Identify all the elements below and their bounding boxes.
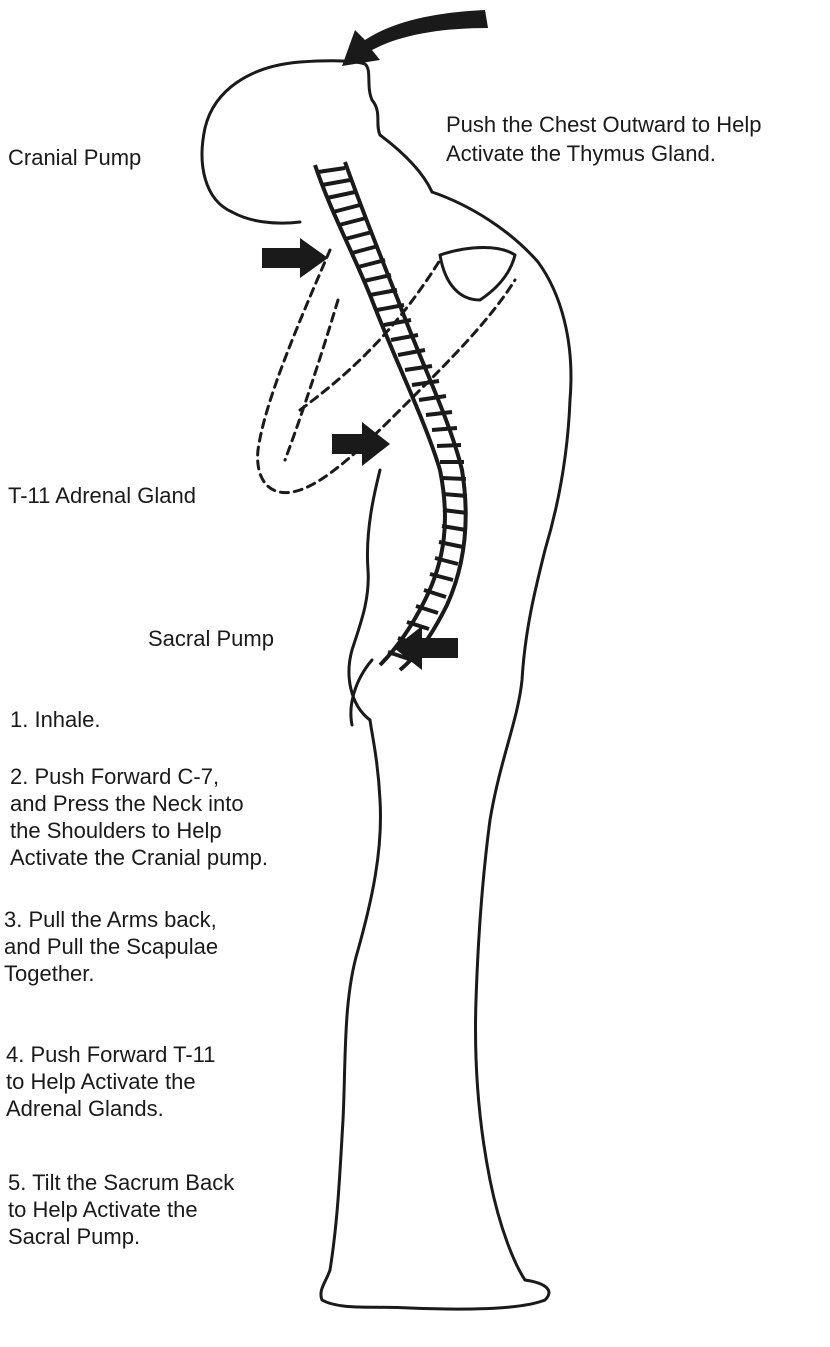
step-5-line-1: 5. Tilt the Sacrum Back: [8, 1169, 234, 1196]
chest-instruction-line-1: Push the Chest Outward to Help: [446, 110, 762, 139]
step-3-line-2: and Pull the Scapulae: [4, 933, 218, 960]
step-1: 1. Inhale.: [10, 706, 101, 733]
sacrum-arrow: [394, 626, 458, 670]
step-2-line-1: 2. Push Forward C-7,: [10, 763, 268, 790]
step-4-line-1: 4. Push Forward T-11: [6, 1041, 216, 1068]
step-4-line-3: Adrenal Glands.: [6, 1095, 216, 1122]
step-2-line-3: the Shoulders to Help: [10, 817, 268, 844]
jaw-outline: [232, 212, 300, 223]
adrenal-gland-label: T-11 Adrenal Gland: [8, 483, 196, 509]
sacral-pump-label: Sacral Pump: [148, 626, 274, 652]
neck-arrow: [262, 238, 328, 278]
step-3: 3. Pull the Arms back, and Pull the Scap…: [4, 906, 218, 987]
step-2-line-2: and Press the Neck into: [10, 790, 268, 817]
step-4: 4. Push Forward T-11 to Help Activate th…: [6, 1041, 216, 1122]
step-2: 2. Push Forward C-7, and Press the Neck …: [10, 763, 268, 871]
spine: [315, 162, 466, 670]
front-torso-outline: [349, 470, 380, 720]
chest-instruction-label: Push the Chest Outward to Help Activate …: [446, 110, 762, 168]
buttock-outline: [351, 660, 372, 725]
front-leg-outline: [330, 720, 380, 1270]
scapula-outline: [440, 248, 515, 301]
step-4-line-2: to Help Activate the: [6, 1068, 216, 1095]
step-5-line-3: Sacral Pump.: [8, 1223, 234, 1250]
chest-instruction-line-2: Activate the Thymus Gland.: [446, 139, 762, 168]
cranial-pump-label: Cranial Pump: [8, 145, 141, 171]
step-5: 5. Tilt the Sacrum Back to Help Activate…: [8, 1169, 234, 1250]
step-3-line-3: Together.: [4, 960, 218, 987]
step-5-line-2: to Help Activate the: [8, 1196, 234, 1223]
head-rotation-arrow: [342, 10, 488, 66]
head-outline: [202, 61, 432, 212]
step-1-line-1: 1. Inhale.: [10, 706, 101, 733]
spine-vertebrae: [318, 168, 467, 659]
arm-outline: [258, 250, 515, 493]
t11-arrow: [332, 422, 390, 466]
step-2-line-4: Activate the Cranial pump.: [10, 844, 268, 871]
foot-outline: [321, 1270, 549, 1309]
step-3-line-1: 3. Pull the Arms back,: [4, 906, 218, 933]
